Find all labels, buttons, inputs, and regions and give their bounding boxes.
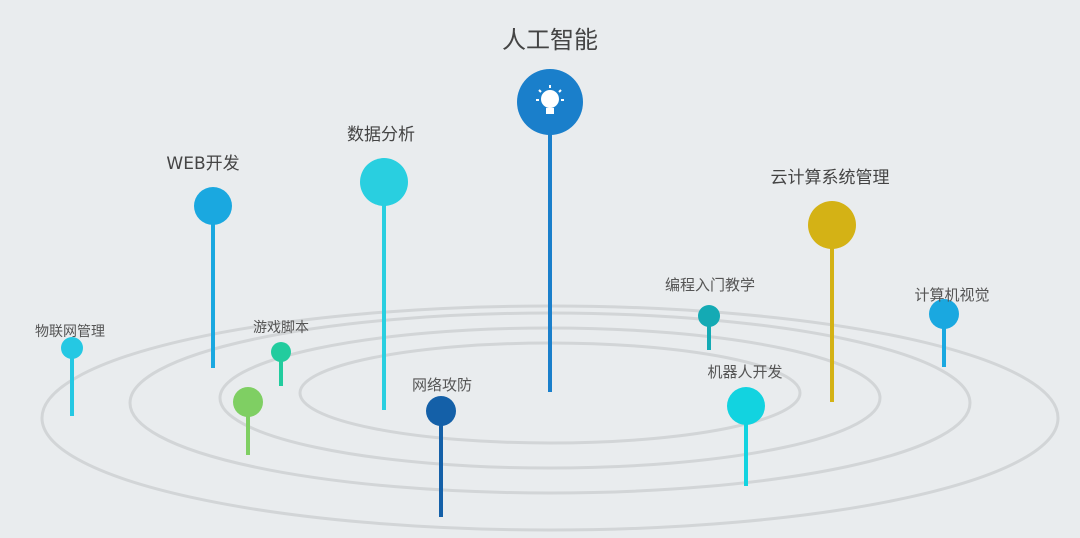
pin-head-robot[interactable] (727, 387, 765, 425)
label-web: WEB开发 (166, 154, 240, 174)
pin-head-game[interactable] (271, 342, 291, 362)
label-data: 数据分析 (347, 125, 415, 145)
pin-cloud[interactable] (808, 201, 856, 402)
label-coding: 编程入门教学 (664, 276, 756, 294)
pin-data[interactable] (360, 158, 408, 410)
label-ai: 人工智能 (502, 26, 598, 54)
pin-head-vision[interactable] (929, 299, 959, 329)
pin-green[interactable] (233, 387, 263, 455)
pin-game[interactable] (271, 342, 291, 386)
pin-head-data[interactable] (360, 158, 408, 206)
label-robot: 机器人开发 (707, 363, 783, 381)
label-cloud: 云计算系统管理 (770, 168, 890, 188)
label-iot: 物联网管理 (35, 324, 105, 340)
pin-ai[interactable] (517, 69, 583, 392)
label-game: 游戏脚本 (253, 320, 309, 336)
label-security: 网络攻防 (411, 376, 473, 394)
pin-iot[interactable] (61, 337, 83, 416)
pin-coding[interactable] (698, 305, 720, 350)
pin-vision[interactable] (929, 299, 959, 367)
pin-head-security[interactable] (426, 396, 456, 426)
pin-head-iot[interactable] (61, 337, 83, 359)
pin-head-coding[interactable] (698, 305, 720, 327)
pin-web[interactable] (194, 187, 232, 368)
pin-head-cloud[interactable] (808, 201, 856, 249)
label-vision: 计算机视觉 (914, 286, 990, 304)
lightbulb-icon (536, 85, 564, 114)
pin-security[interactable] (426, 396, 456, 517)
pin-robot[interactable] (727, 387, 765, 486)
pin-head-green[interactable] (233, 387, 263, 417)
pin-head-web[interactable] (194, 187, 232, 225)
